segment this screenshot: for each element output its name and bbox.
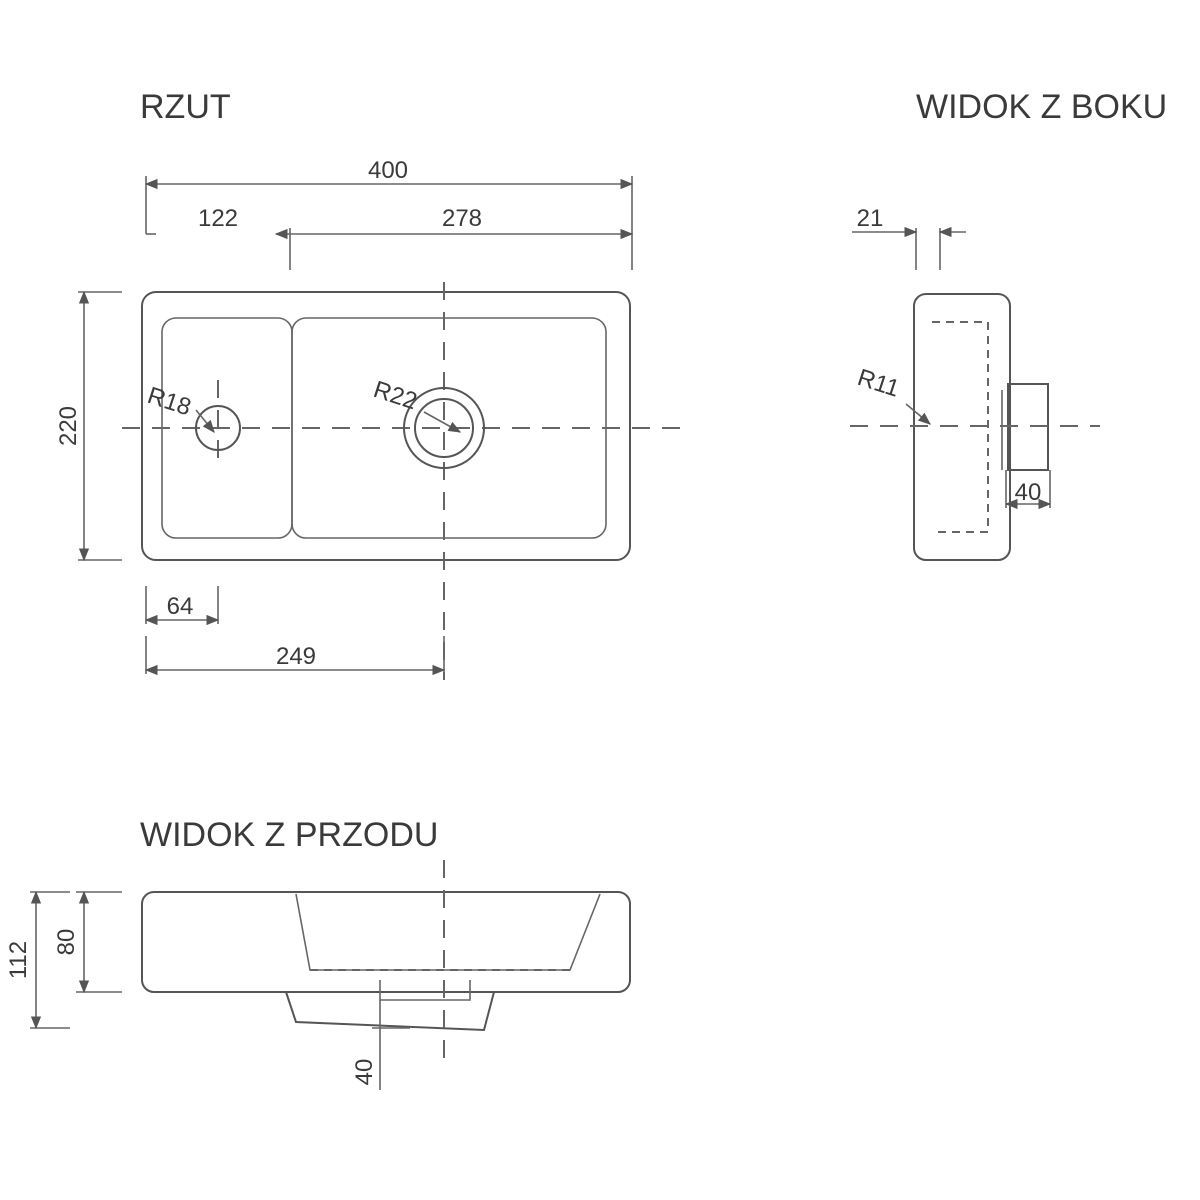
dim-label-64: 64 — [167, 593, 194, 620]
plan-drain-outer — [403, 387, 485, 469]
front-underside — [285, 991, 495, 1032]
dim-label-400: 400 — [368, 157, 408, 184]
plan-tap-hole — [195, 405, 241, 451]
dim-label-249: 249 — [276, 643, 316, 670]
side-outline — [913, 293, 1011, 561]
dim-label-front-40: 40 — [351, 1059, 378, 1086]
side-view-title: WIDOK Z BOKU — [916, 88, 1167, 126]
front-drain-body — [379, 980, 471, 1001]
dim-label-220: 220 — [55, 406, 82, 446]
dim-label-80: 80 — [53, 929, 80, 956]
side-view: WIDOK Z BOKU R11 21 40 — [850, 88, 1167, 561]
plan-view-title: RZUT — [140, 88, 231, 126]
dim-label-side-40: 40 — [1015, 479, 1042, 506]
front-view: WIDOK Z PRZODU 80 112 40 — [5, 816, 631, 1090]
front-outline — [141, 891, 631, 993]
front-basin-profile — [295, 893, 601, 971]
dim-label-112: 112 — [5, 941, 32, 979]
plan-drain-radius-leader — [423, 411, 462, 433]
dim-label-21: 21 — [857, 205, 884, 232]
plan-tap-radius-leader — [195, 409, 215, 433]
side-radius-leader — [905, 403, 931, 425]
side-radius-label: R11 — [854, 364, 903, 403]
dim-label-122: 122 — [198, 205, 238, 232]
plan-drain-inner — [414, 398, 474, 458]
plan-tap-radius-label: R18 — [144, 382, 194, 421]
plan-drain-radius-label: R22 — [370, 376, 420, 415]
plan-outline — [141, 291, 631, 561]
dim-label-278: 278 — [442, 205, 482, 232]
front-view-title: WIDOK Z PRZODU — [140, 816, 438, 854]
plan-view: RZUT R18 R22 400 122 278 — [55, 88, 680, 680]
